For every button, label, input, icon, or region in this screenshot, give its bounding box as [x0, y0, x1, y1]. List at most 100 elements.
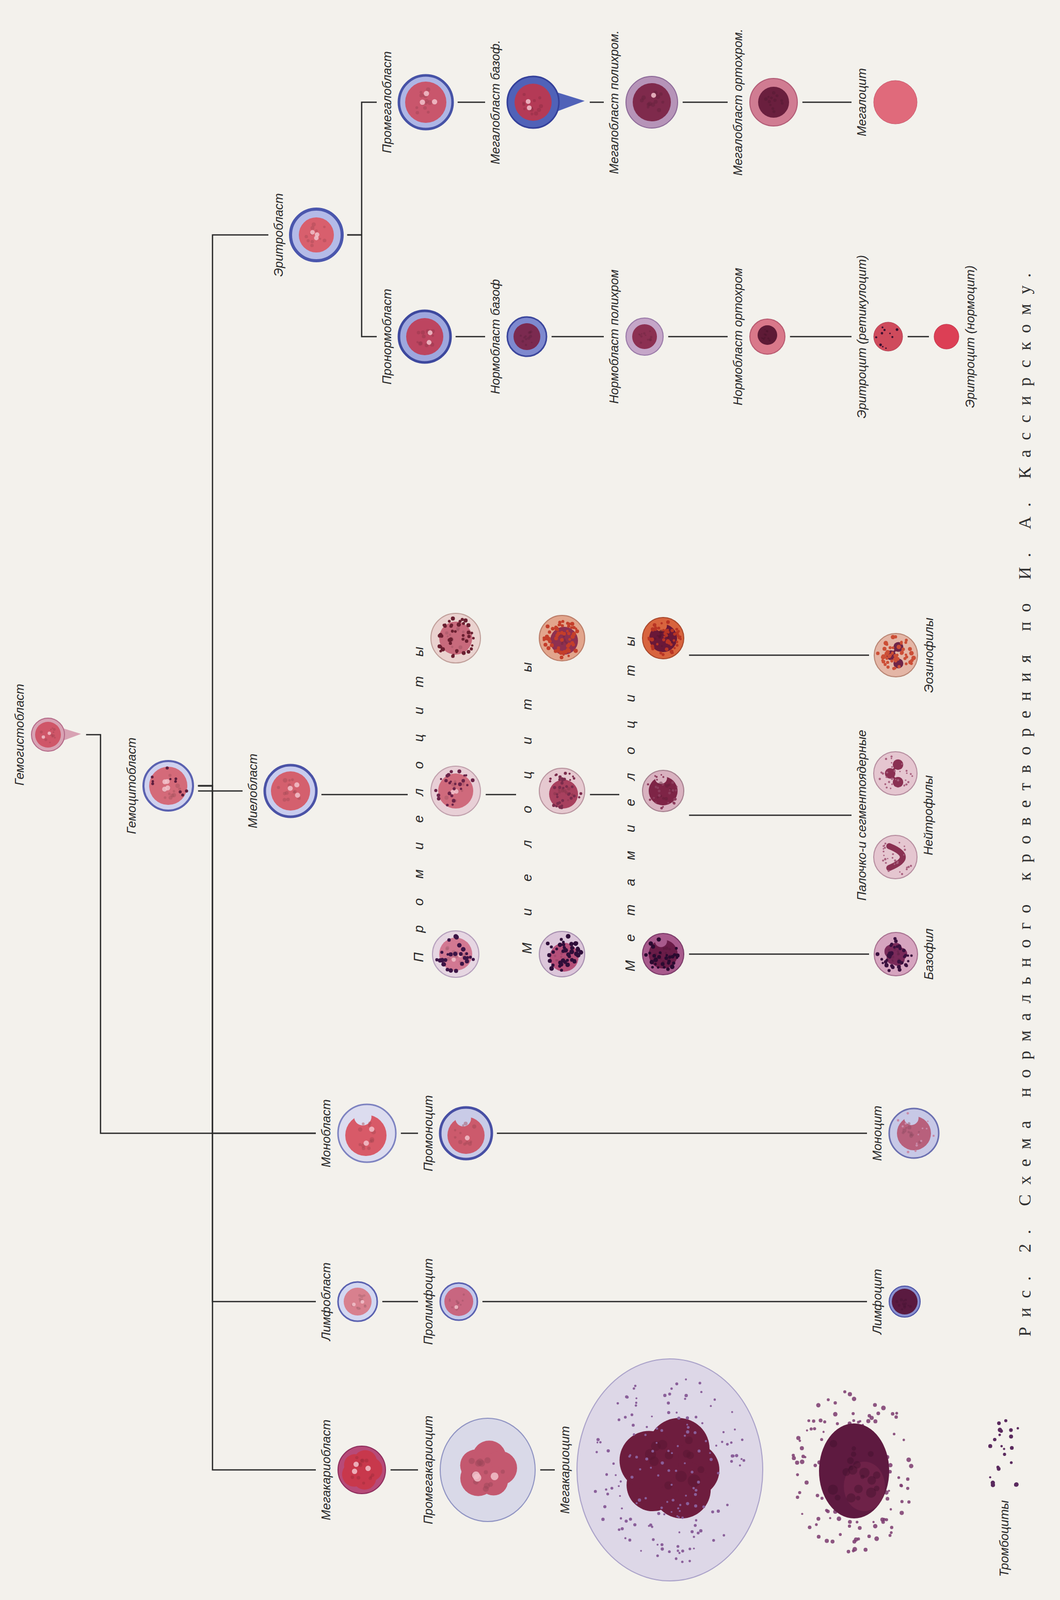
granule: [672, 801, 676, 805]
granule: [711, 1509, 715, 1513]
granule: [887, 654, 892, 658]
chromatin: [907, 1125, 912, 1130]
granule: [652, 622, 657, 627]
lineage-line: [382, 1300, 419, 1303]
chromatin: [415, 110, 420, 115]
chromatin: [780, 99, 783, 102]
granule: [881, 772, 884, 775]
granule: [686, 1423, 689, 1426]
chromatin: [684, 1435, 693, 1444]
granule: [448, 951, 453, 956]
granule: [906, 1111, 909, 1115]
granule: [891, 335, 894, 339]
cell-label: Мегалоцит: [854, 68, 870, 137]
granule: [635, 1501, 638, 1504]
blood-cell-figure: [986, 1416, 1023, 1494]
cytoplasm: [432, 930, 479, 977]
platelet: [906, 1476, 910, 1481]
chromatin: [562, 635, 566, 638]
granule: [629, 1517, 633, 1521]
granule: [654, 785, 658, 789]
granule: [693, 1430, 697, 1434]
granule: [649, 959, 655, 965]
chromatin: [766, 330, 769, 333]
granule: [560, 806, 564, 809]
granule: [910, 658, 914, 662]
granule: [888, 646, 892, 650]
granule: [881, 659, 886, 664]
cell-label: Пронормобласт: [379, 288, 395, 384]
granule: [673, 646, 676, 649]
maturation-stage-band: Метамиелоциты: [619, 582, 689, 1006]
granule: [909, 864, 912, 867]
nucleolus: [454, 1304, 458, 1309]
granule: [896, 778, 899, 781]
granule: [663, 965, 666, 969]
lineage-line: [540, 1468, 555, 1471]
granule: [446, 772, 451, 777]
platelet: [888, 1488, 891, 1491]
granule: [667, 1468, 670, 1472]
granule: [439, 649, 442, 652]
blood-cell: [440, 1282, 478, 1320]
granule: [561, 619, 565, 623]
chromatin: [415, 106, 419, 110]
cytoplasm: [889, 1107, 939, 1158]
nucleolus: [162, 786, 168, 792]
granule: [885, 757, 888, 760]
chromatin: [895, 1299, 899, 1303]
granule: [451, 802, 455, 806]
granule: [651, 628, 655, 632]
granule: [917, 1133, 920, 1135]
cytoplasm: [874, 932, 918, 976]
platelet: [832, 1411, 838, 1417]
cell-stage: Моноцит: [866, 1102, 944, 1164]
granule: [551, 626, 555, 631]
chromatin: [445, 631, 449, 635]
granule: [669, 964, 675, 969]
chromatin: [664, 951, 668, 955]
nucleus-notch: [354, 1107, 372, 1126]
chromatin: [860, 1473, 865, 1479]
granule: [890, 761, 893, 764]
granule: [709, 1457, 713, 1461]
platelet: [852, 1548, 856, 1552]
nucleolus: [351, 1302, 356, 1306]
cell-stage: Мегакариоцит: [554, 1353, 768, 1586]
platelet: [867, 1533, 872, 1538]
platelet: [799, 1458, 805, 1464]
chromatin: [768, 103, 772, 106]
granule: [901, 647, 906, 651]
chromatin: [767, 95, 770, 99]
granule: [713, 1398, 716, 1401]
granule: [435, 957, 439, 961]
granule: [633, 1522, 637, 1526]
lineage-line: [198, 790, 243, 792]
granule: [624, 1518, 628, 1522]
granule: [447, 619, 452, 623]
chromatin: [446, 635, 449, 638]
granule: [457, 942, 462, 947]
chromatin: [780, 102, 784, 105]
chromatin: [456, 626, 460, 631]
granule: [458, 951, 463, 956]
platelet: [899, 1510, 904, 1515]
granule: [620, 1506, 623, 1509]
platelet: [1014, 1481, 1019, 1487]
granule: [638, 1467, 641, 1470]
granule: [676, 640, 679, 644]
chromatin: [367, 1120, 372, 1124]
blood-cell: [264, 764, 317, 817]
granule: [671, 780, 674, 784]
blood-cell-figure: [747, 76, 800, 128]
platelet: [796, 1472, 800, 1476]
granule: [556, 646, 560, 650]
granule: [905, 782, 908, 785]
nucleus-segment: [892, 759, 904, 770]
blood-cell-figure: [396, 308, 453, 365]
granule: [635, 1396, 638, 1399]
nucleus: [406, 317, 444, 356]
granule: [675, 946, 679, 950]
cell-stage: Гемоцитобласт: [121, 734, 199, 838]
cytoplasm: [338, 1445, 386, 1493]
